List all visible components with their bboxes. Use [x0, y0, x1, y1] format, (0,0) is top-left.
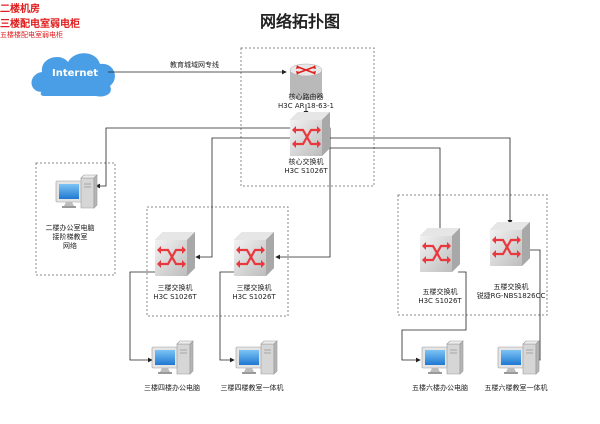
pc-f4-office-icon	[151, 340, 194, 375]
room-floor5-label: 五楼楼配电室弱电柜	[0, 31, 63, 39]
internet-cloud	[31, 53, 115, 97]
pc-f6-class-icon	[497, 340, 540, 375]
core-router-icon	[289, 63, 323, 100]
room-floor2-box	[240, 47, 375, 187]
pc-f6-office-label: 五楼六楼办公电脑	[412, 384, 468, 392]
core-switch-label: 核心交换机 H3C S1026T	[276, 158, 336, 176]
link-f3a-pc	[129, 271, 162, 363]
pc-f6-office-icon	[421, 340, 464, 375]
f5-switch-a-label: 五楼交换机 H3C S1026T	[410, 288, 470, 306]
link-core-f5a	[322, 147, 443, 234]
pc-f4-class-label: 三楼四楼教室一体机	[220, 384, 284, 392]
pc-office2-line3: 网络	[63, 242, 77, 250]
f5-switch-b-label: 五楼交换机 锐捷RG-NBS1826CC	[476, 283, 546, 301]
f3-switch-b-icon	[232, 230, 276, 278]
f3-switch-a-icon	[153, 230, 197, 278]
f3-switch-b-label: 三楼交换机 H3C S1026T	[224, 284, 284, 302]
f5-switch-b-icon	[488, 220, 532, 268]
link-core-f3a	[195, 137, 302, 260]
core-switch-name: 核心交换机	[288, 158, 324, 166]
pc-office2-line2: 接阶梯教室	[52, 233, 88, 241]
pc-f4-office-label: 三楼四楼办公电脑	[144, 384, 200, 392]
link-label: 教育城域网专线	[170, 61, 219, 69]
f3-switch-b-name: 三楼交换机	[236, 284, 272, 292]
link-core-office2	[95, 127, 298, 189]
pc-office2-line1: 二楼办公室电脑	[45, 224, 95, 232]
room-floor2-label: 二楼机房	[0, 4, 40, 15]
router-model: H3C AR 18-63-1	[277, 102, 335, 110]
f3-switch-a-name: 三楼交换机	[157, 284, 193, 292]
room-floor5-box	[397, 194, 548, 316]
pc-office2-label: 二楼办公室电脑 接阶梯教室 网络	[40, 224, 100, 251]
f5-switch-a-model: H3C S1026T	[418, 297, 462, 305]
router-label: 核心路由器 H3C AR 18-63-1	[276, 93, 336, 111]
f5-switch-a-name: 五楼交换机	[422, 288, 458, 296]
f5-switch-b-name: 五楼交换机	[493, 283, 529, 291]
link-f5a-pc	[401, 271, 467, 363]
f3-switch-b-model: H3C S1026T	[232, 293, 276, 301]
room-floor3-label: 三楼配电室弱电柜	[0, 19, 80, 30]
f3-switch-a-label: 三楼交换机 H3C S1026T	[145, 284, 205, 302]
internet-label: Internet	[52, 68, 99, 79]
core-switch-model: H3C S1026T	[284, 167, 328, 175]
room-office2-box	[35, 162, 116, 276]
diagram-title: 网络拓扑图	[259, 12, 340, 31]
pc-office2-icon	[55, 174, 98, 209]
f5-switch-a-icon	[418, 226, 462, 274]
pc-f4-class-icon	[235, 340, 278, 375]
link-f3b-pc	[219, 271, 240, 363]
f5-switch-b-model: 锐捷RG-NBS1826CC	[476, 292, 546, 300]
f3-switch-a-model: H3C S1026T	[153, 293, 197, 301]
room-floor3-box	[146, 206, 289, 317]
link-core-f5b	[322, 137, 513, 225]
core-switch-icon	[288, 110, 332, 158]
router-name: 核心路由器	[288, 93, 324, 101]
pc-f6-class-label: 五楼六楼教室一体机	[484, 384, 548, 392]
